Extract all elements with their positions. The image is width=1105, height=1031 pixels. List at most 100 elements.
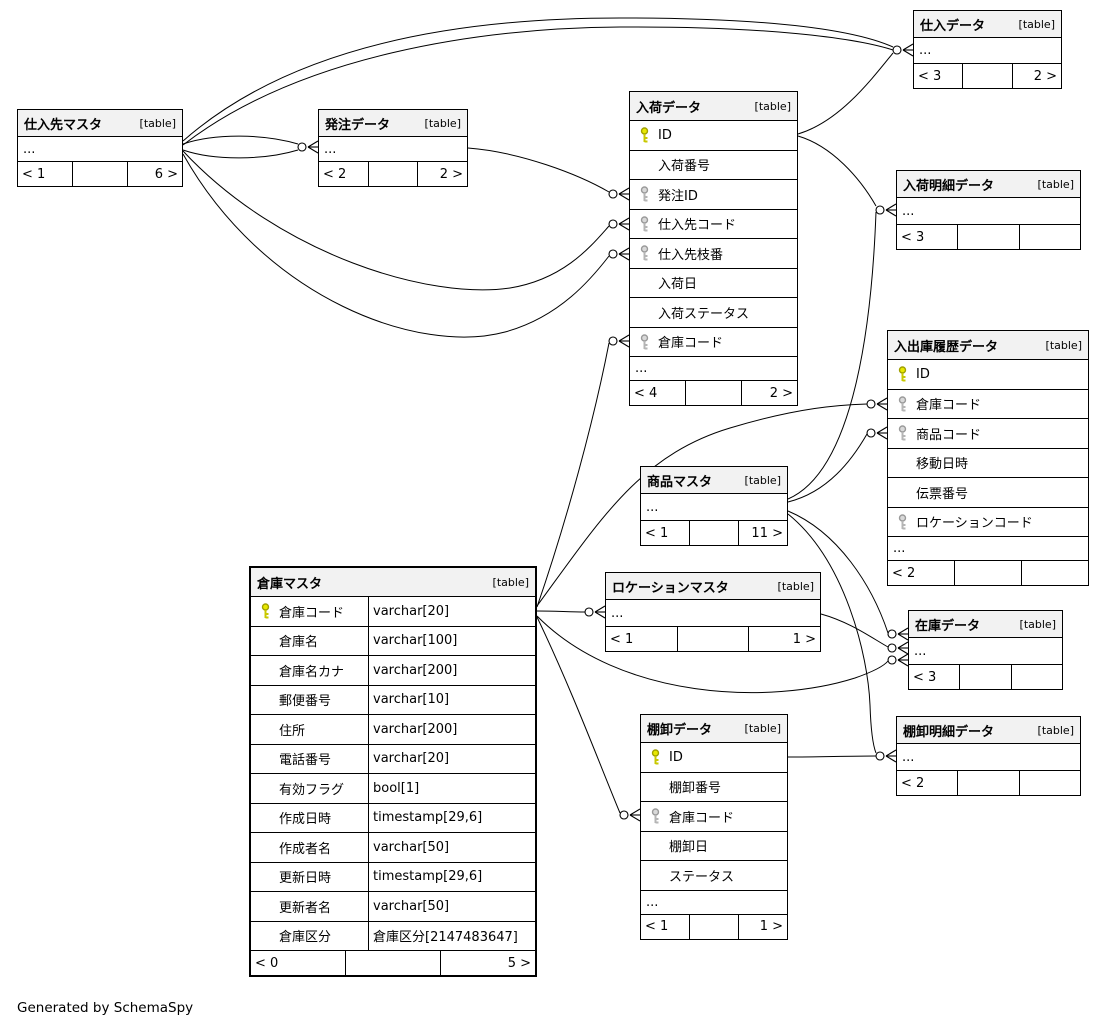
- column-type: varchar[100]: [368, 626, 535, 655]
- foreign-key-icon: [651, 808, 659, 824]
- table-tag: [table]: [1037, 177, 1074, 191]
- elided-columns-row: ...: [18, 137, 182, 162]
- footer-middle-cell: [685, 381, 741, 405]
- table-node-tanaoroshi-meisai-data[interactable]: 棚卸明細データ[table]...< 2: [896, 716, 1081, 796]
- column-name: 仕入先枝番: [658, 247, 724, 263]
- table-tag: [table]: [1045, 338, 1082, 352]
- column-row: 伝票番号: [888, 478, 1088, 508]
- table-footer: < 1 11 >: [641, 521, 787, 545]
- crows-foot-marker: [608, 217, 630, 231]
- column-name: 倉庫コード: [658, 336, 724, 352]
- relationship-line: [467, 147, 610, 193]
- column-name: 入荷日: [658, 277, 698, 293]
- column-name: 住所: [279, 723, 306, 739]
- footer-middle-cell: [676, 627, 749, 651]
- column-name: 倉庫区分: [279, 930, 332, 946]
- column-name: 更新者名: [279, 900, 332, 916]
- column-name: ID: [916, 366, 930, 382]
- key-cell: [888, 514, 916, 530]
- column-name: 倉庫コード: [669, 810, 735, 826]
- table-tag: [table]: [744, 473, 781, 487]
- table-header: 倉庫マスタ[table]: [251, 568, 535, 597]
- column-name: 入荷ステータス: [658, 306, 750, 322]
- table-name: 仕入先マスタ: [24, 117, 103, 133]
- column-type: varchar[20]: [368, 744, 535, 773]
- footer-parents-count: < 4: [634, 385, 658, 401]
- table-node-nyuka-meisai-data[interactable]: 入荷明細データ[table]...< 3: [896, 170, 1081, 250]
- footer-middle-cell: [962, 64, 1011, 88]
- relationship-line: [182, 150, 610, 291]
- footer-parents-count: < 3: [913, 669, 937, 685]
- footer-middle-cell: [72, 162, 127, 186]
- table-footer: < 3: [897, 225, 1080, 249]
- column-type: bool[1]: [368, 774, 535, 803]
- elided-columns-row: ...: [606, 600, 820, 627]
- footer-parents-count: < 1: [645, 525, 669, 541]
- relationship-line: [820, 613, 889, 648]
- footer-parents-count: < 3: [901, 229, 925, 245]
- crows-foot-marker: [887, 653, 909, 667]
- table-tag: [table]: [777, 579, 814, 593]
- table-node-zaiko-data[interactable]: 在庫データ[table]...< 3: [908, 610, 1063, 690]
- table-name: 棚卸データ: [647, 723, 713, 738]
- footer-children-count: 11 >: [738, 521, 787, 545]
- footer-parents-count: < 2: [892, 565, 916, 581]
- crows-foot-marker: [887, 641, 909, 655]
- table-footer: < 3: [909, 665, 1062, 689]
- column-row: ロケーションコード: [888, 508, 1088, 537]
- table-header: 棚卸明細データ[table]: [897, 717, 1080, 744]
- column-name: 商品コード: [916, 427, 982, 443]
- column-row: 棚卸番号: [641, 773, 787, 802]
- elided-columns-row: ...: [914, 38, 1061, 64]
- relationship-line: [536, 616, 621, 814]
- column-name: 倉庫名: [279, 635, 319, 651]
- column-name: 電話番号: [279, 753, 332, 769]
- column-type: varchar[50]: [368, 833, 535, 862]
- crows-foot-marker: [297, 140, 319, 154]
- elided-columns-row: ...: [888, 537, 1088, 561]
- table-name: 入出庫履歴データ: [894, 339, 999, 355]
- table-header: 商品マスタ[table]: [641, 467, 787, 494]
- key-cell: [641, 808, 669, 824]
- column-row: 移動日時: [888, 449, 1088, 478]
- relationship-line: [182, 26, 894, 146]
- column-row: 入荷番号: [630, 151, 797, 180]
- generator-credit: Generated by SchemaSpy: [17, 1000, 194, 1016]
- table-footer: < 2: [888, 561, 1088, 585]
- table-tag: [table]: [744, 722, 781, 735]
- footer-parents-count: < 3: [918, 68, 942, 84]
- elided-columns-row: ...: [909, 638, 1062, 665]
- column-type: 倉庫区分[2147483647]: [368, 921, 535, 950]
- table-header: 発注データ[table]: [319, 110, 467, 137]
- footer-middle-cell: [689, 914, 738, 939]
- footer-middle-cell: [957, 771, 1018, 795]
- crows-foot-marker: [608, 187, 630, 201]
- table-name: 棚卸明細データ: [903, 724, 995, 740]
- table-footer: < 2: [897, 771, 1080, 795]
- column-row: ステータス: [641, 861, 787, 891]
- column-row: 棚卸日: [641, 832, 787, 861]
- primary-key-icon: [898, 366, 906, 382]
- column-row: 発注ID: [630, 180, 797, 210]
- foreign-key-icon: [898, 425, 906, 441]
- footer-children-count: 1 >: [748, 627, 820, 651]
- footer-children-count: 5 >: [440, 951, 535, 975]
